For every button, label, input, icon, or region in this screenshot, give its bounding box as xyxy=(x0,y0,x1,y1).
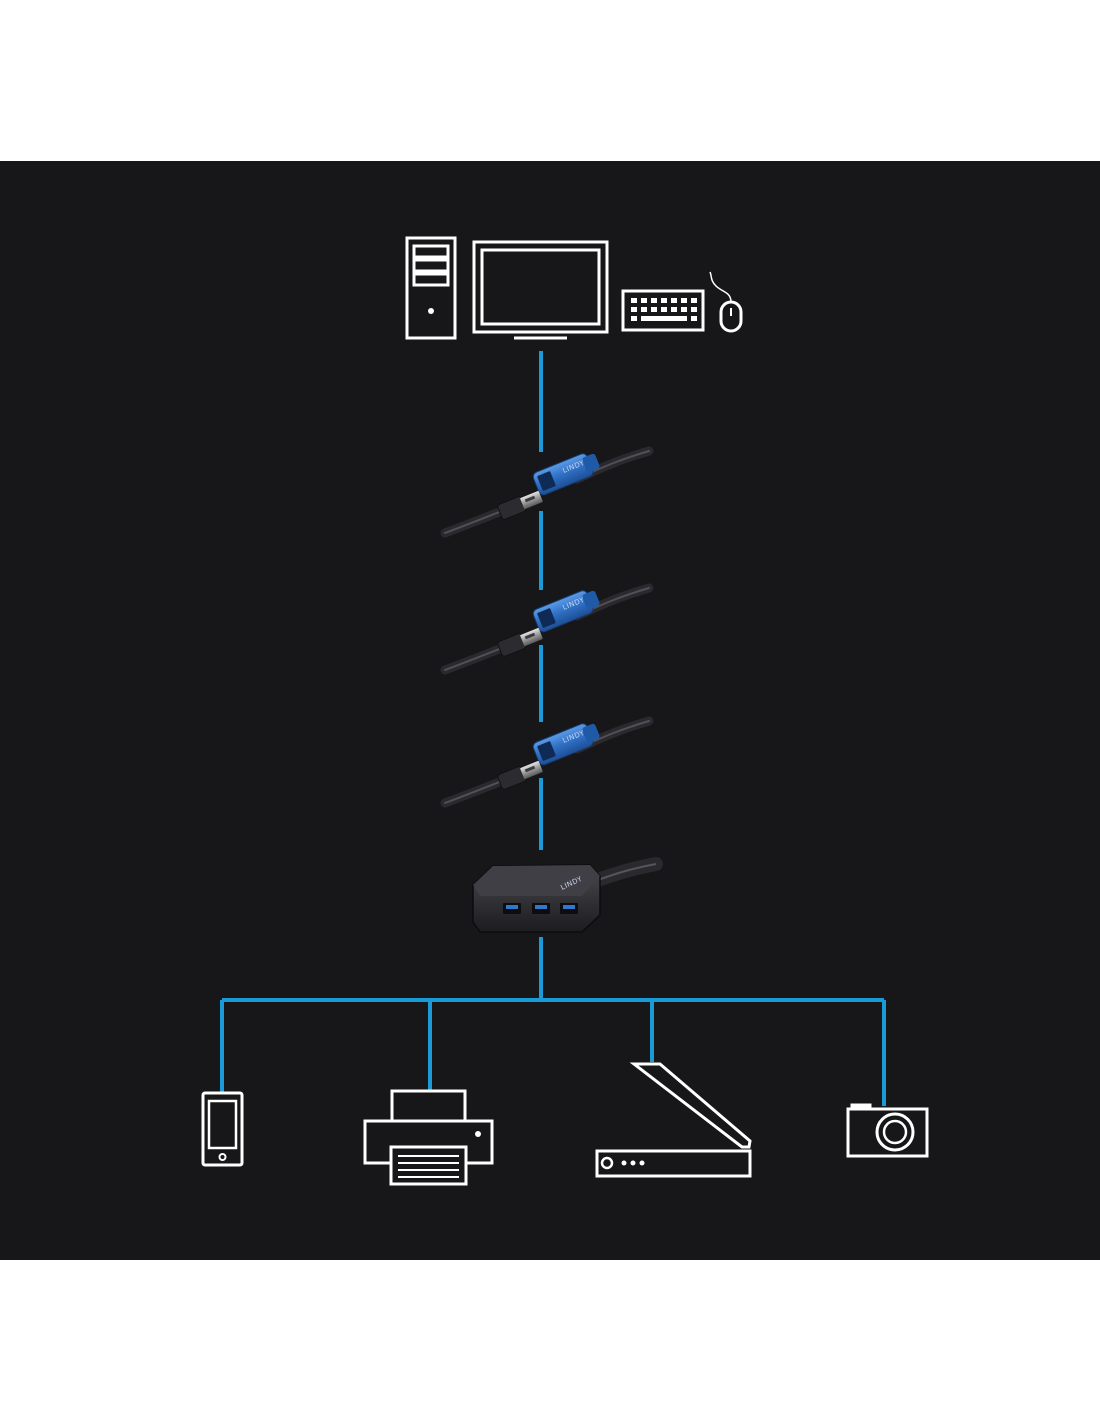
flatbed-scanner-icon xyxy=(595,1062,752,1178)
diagram-panel xyxy=(0,161,1100,1260)
hub-port-3 xyxy=(560,903,578,914)
connection-lines xyxy=(220,351,886,1106)
hub-port-2 xyxy=(532,903,550,914)
usb-hub: LINDY xyxy=(472,857,663,933)
extender-cable-1 xyxy=(445,449,649,533)
printer-icon xyxy=(363,1089,494,1186)
mouse-icon xyxy=(709,271,743,333)
camera-icon xyxy=(846,1103,929,1158)
pc-tower-icon xyxy=(405,236,457,340)
smartphone-icon xyxy=(201,1091,244,1167)
extender-cable-2 xyxy=(445,586,649,670)
keyboard-icon xyxy=(621,289,705,332)
extender-cable-3 xyxy=(445,719,649,803)
monitor-icon xyxy=(472,240,609,340)
hub-port-1 xyxy=(503,903,521,914)
